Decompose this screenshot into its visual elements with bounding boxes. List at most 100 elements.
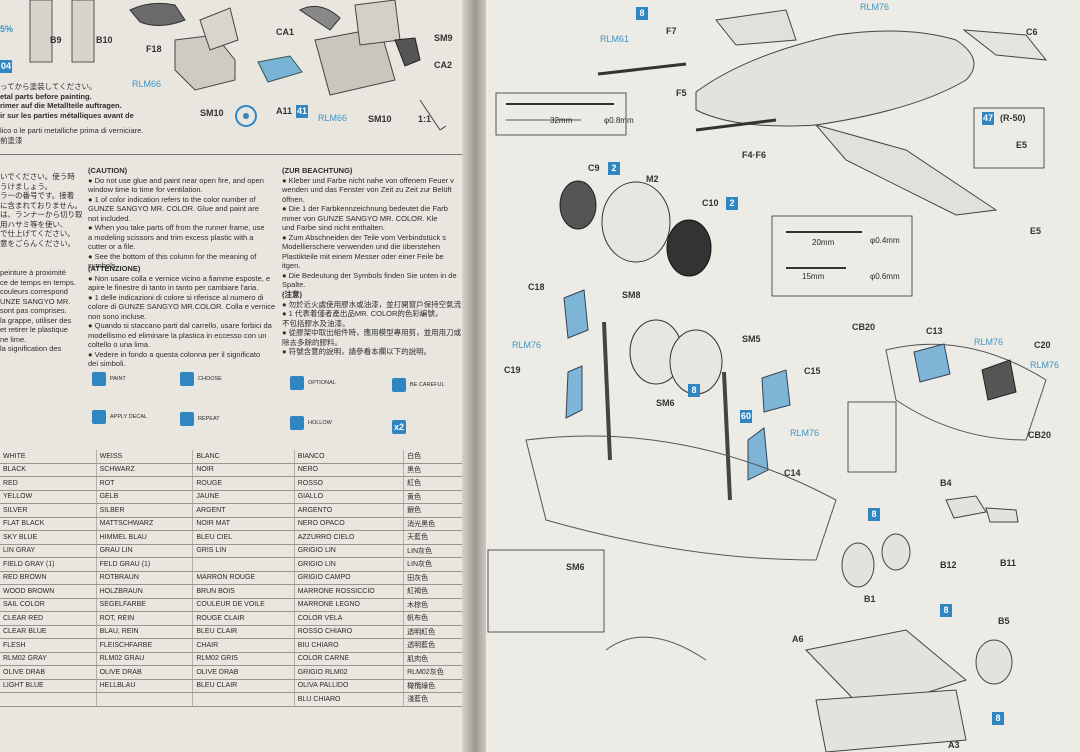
part-label-sm5: SM5 [742,334,761,344]
x2-icon: x2 [392,420,406,434]
japanese-caution: いでください。使う時 うけましょう。 ラーの番号です。接着 に含まれておりません… [0,172,83,248]
part-label-a6: A6 [792,634,804,644]
left-page: 5% B9 B10 F18 CA1 SM9 CA2 RLM66 SM10 A11… [0,0,466,752]
part-label-sm9: SM9 [434,33,453,43]
color-table-cell: LIGHT BLUE [0,679,97,693]
beachtung-line: Spalte. [282,280,306,289]
part-label-c13: C13 [926,326,943,336]
jp-line: 用ハサミ等を使い、 [0,219,68,229]
caution-line: symbols. [88,261,118,270]
fr-line: et retirer le plastique [0,325,68,334]
caution-english: (CAUTION) ● Do not use glue and paint ne… [88,166,265,271]
caution-line: ● See the bottom of this column for the … [88,251,257,261]
chinese-line: 除去多餘的膠料。 [282,337,342,347]
color-label-rlm66-a: RLM66 [132,79,162,89]
seat-parts-illustration [29,0,447,131]
caution-line: window time to time for ventilation. [88,185,203,194]
caution-line: GUNZE SANGYO MR. COLOR. Glue and paint a… [88,204,259,213]
symbol-label: PAINT [110,376,126,382]
color-table-cell: FLEISCHFARBE [96,638,194,653]
fr-line: sont pas comprises. [0,306,67,315]
french-caution: peinture à proximité ce de temps en temp… [0,268,76,354]
color-table-cell: 木棕色 [403,598,466,612]
caution-line: ● When you take parts off from the runne… [88,223,265,232]
part-label-c15: C15 [804,366,821,376]
symbol-label: HOLLOW [308,420,332,426]
color-table-cell: ROUGE CLAIR [192,611,295,626]
color-table-cell: MARRONE ROSSICCIO [294,584,405,599]
color-table-cell: LIN灰色 [403,544,466,558]
percent-label: 5% [0,24,14,34]
color-table-cell: OLIVE DRAB [96,665,194,680]
beachtung-line: öffnen. [282,194,305,204]
color-table-cell: LIN GRAY [0,544,97,558]
color-table-cell: HELLBLAU [96,679,194,693]
color-table-cell: LIN灰色 [403,557,466,572]
color-table-cell: SKY BLUE [0,530,97,545]
part-label-sm6-b: SM6 [566,562,585,572]
color-table-cell: 黄色 [403,490,466,504]
color-table-cell: OLIVE DRAB [192,665,295,680]
chinese-line: ● 從膠架中取出組件時，應用模型專用剪，並用用刀或 [282,328,462,337]
step-badge-8a: 8 [688,384,700,397]
color-table-cell: YELLOW [0,490,97,504]
color-label-rlm76-top: RLM76 [860,2,890,12]
part-label-e5-a: E5 [1016,140,1028,150]
attenzione-line: dei simboli. [88,359,126,368]
color-table-cell: NOIR [192,463,295,477]
beachtung-line: ● Die 1 der Farbkennzeichnung bedeutet d… [282,204,448,213]
part-label-c14: C14 [784,468,801,478]
color-label-rlm66-b: RLM66 [318,113,348,123]
note-line: 前塗漆 [0,135,23,145]
color-table-cell: HIMMEL BLAU [96,530,194,545]
color-table-cell: RLM02 GRIS [192,652,295,666]
step-badge-41: 41 [296,105,308,118]
part-label-b10: B10 [96,35,113,45]
color-table-cell: SILBER [96,503,194,518]
jp-line: うけましょう。 [0,181,53,191]
color-table-cell: NERO OPACO [294,517,405,531]
caution-line: ● Do not use glue and paint near open fi… [88,175,264,185]
color-table-cell: 天藍色 [403,530,466,545]
caution-line: ● 1 of color indication refers to the co… [88,194,256,204]
note-line: ir sur les parties métalliques avant de [0,110,134,120]
color-label-rlm61: RLM61 [600,34,630,44]
color-table-cell: SCHWARZ [96,463,194,477]
beachtung-line: ● Die Bedeutung der Symbols finden Sie u… [282,270,457,280]
color-table-cell: ROSSO CHIARO [294,625,405,639]
symbol-label: OPTIONAL [308,380,336,386]
step-badge-60: 60 [740,410,752,423]
optional-icon [290,376,304,390]
corner-badge: 04 [0,60,12,73]
color-table-cell: GRIGIO LIN [294,544,405,558]
jp-line: で仕上げてください。 [0,229,75,238]
part-label-c20: C20 [1034,340,1051,350]
color-table-cell: BLU CHIARO [294,692,405,707]
color-table-cell: WHITE [0,450,97,464]
fr-line: couleurs correspond [0,287,68,296]
color-table-cell: 紅褐色 [403,584,466,599]
color-table-cell [96,692,194,707]
dim-label-phi06: φ0.6mm [870,272,900,281]
color-table-cell: GRIGIO RLM02 [294,665,405,680]
color-table-cell: BLACK [0,463,97,477]
part-label-c9: C9 [588,163,600,173]
part-label-sm8: SM8 [622,290,641,300]
color-table-cell: NOIR MAT [192,517,295,531]
part-label-e5-b: E5 [1030,226,1042,236]
dim-label-phi04: φ0.4mm [870,236,900,245]
step-badge-c9: 2 [608,162,620,175]
part-label-f18: F18 [146,44,162,54]
caution-italian: (ATTENZIONE) ● Non usare colla e vernice… [88,264,275,369]
fr-line: ce de temps en temps. [0,277,76,287]
color-table-cell: NERO [294,463,405,477]
